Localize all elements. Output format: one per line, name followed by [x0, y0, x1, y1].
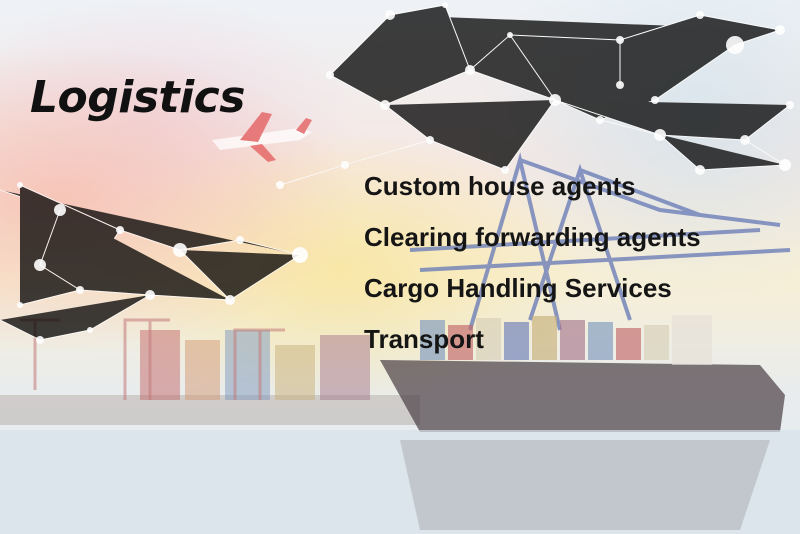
services-list: Custom house agents Clearing forwarding … — [364, 168, 701, 372]
water — [0, 430, 800, 534]
container-stacks — [140, 330, 370, 400]
service-item-clearing-forwarding: Clearing forwarding agents — [364, 222, 701, 252]
airplane-icon — [212, 112, 312, 162]
ship-containers — [420, 315, 712, 365]
ship-reflection — [400, 440, 770, 530]
network-nodes — [17, 2, 794, 344]
service-item-custom-house: Custom house agents — [364, 171, 636, 201]
service-item-transport: Transport — [364, 324, 484, 354]
ship-hull — [380, 360, 785, 432]
service-item-cargo-handling: Cargo Handling Services — [364, 273, 672, 303]
page-title: Logistics — [30, 72, 245, 123]
network-mesh — [0, 4, 791, 341]
main-crane — [409, 152, 791, 331]
